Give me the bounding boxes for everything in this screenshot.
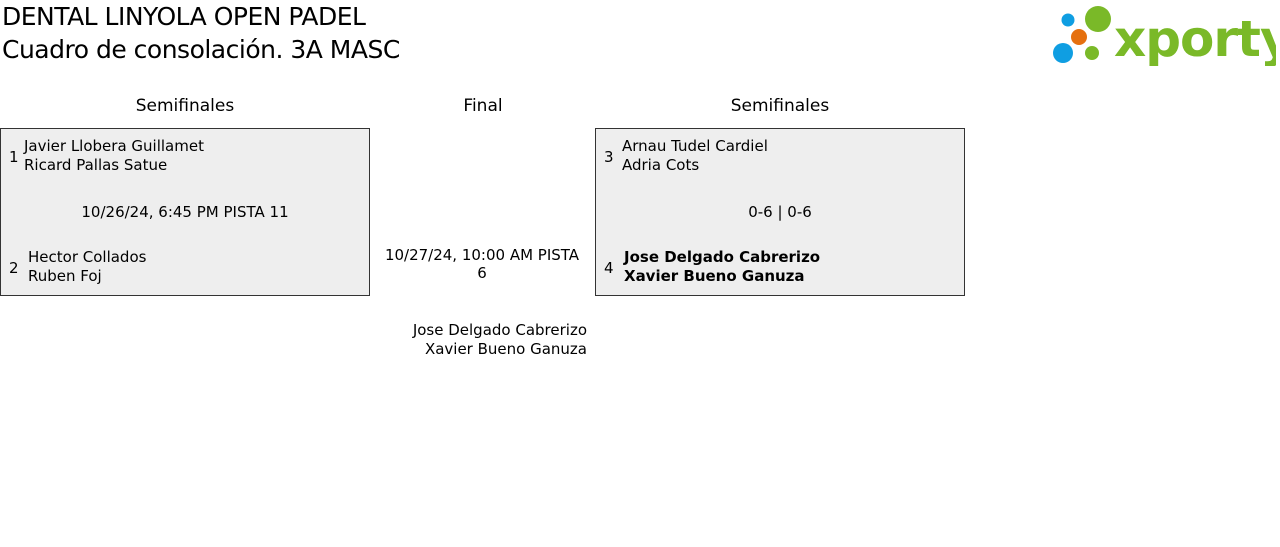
xporty-logo[interactable]: xporty xporty [1050,4,1280,68]
player: Arnau Tudel Cardiel [622,137,768,155]
player: Ricard Pallas Satue [24,156,168,174]
player: Javier Llobera Guillamet [24,137,204,155]
draw-title: Cuadro de consolación. 3A MASC [2,35,400,64]
seed: 4 [604,259,614,277]
match-info: 10/26/24, 6:45 PM PISTA 11 [81,203,289,221]
round-right-label: Semifinales [730,96,830,116]
player: Adria Cots [622,156,700,174]
round-left-label: Semifinales [135,96,235,116]
player: Xavier Bueno Ganuza [624,267,805,285]
player: Xavier Bueno Ganuza [424,340,587,358]
tournament-title: DENTAL LINYOLA OPEN PADEL [2,2,366,31]
final-info: 10/27/24, 10:00 AM PISTA 6 [384,246,580,282]
match-semifinal-2[interactable]: 3 Arnau Tudel Cardiel Adria Cots 0-6 | 0… [595,128,965,296]
team-1: Javier Llobera Guillamet Ricard Pallas S… [24,137,204,175]
team-1: Arnau Tudel Cardiel Adria Cots [622,137,768,175]
player: Jose Delgado Cabrerizo [412,321,587,339]
match-score: 0-6 | 0-6 [748,203,812,221]
seed: 2 [9,259,19,277]
player: Ruben Foj [28,267,102,285]
final-finalist: Jose Delgado Cabrerizo Xavier Bueno Ganu… [380,321,587,359]
seed: 3 [604,148,614,166]
team-2-winner: Jose Delgado Cabrerizo Xavier Bueno Ganu… [624,248,820,286]
team-2: Hector Collados Ruben Foj [28,248,146,286]
seed: 1 [9,148,19,166]
player: Hector Collados [28,248,147,266]
match-semifinal-1[interactable]: 1 Javier Llobera Guillamet Ricard Pallas… [0,128,370,296]
svg-text:xporty: xporty [1114,10,1276,66]
round-final-label: Final [463,96,503,116]
player: Jose Delgado Cabrerizo [624,248,821,266]
xporty-logo-icon: xporty [1053,6,1280,68]
